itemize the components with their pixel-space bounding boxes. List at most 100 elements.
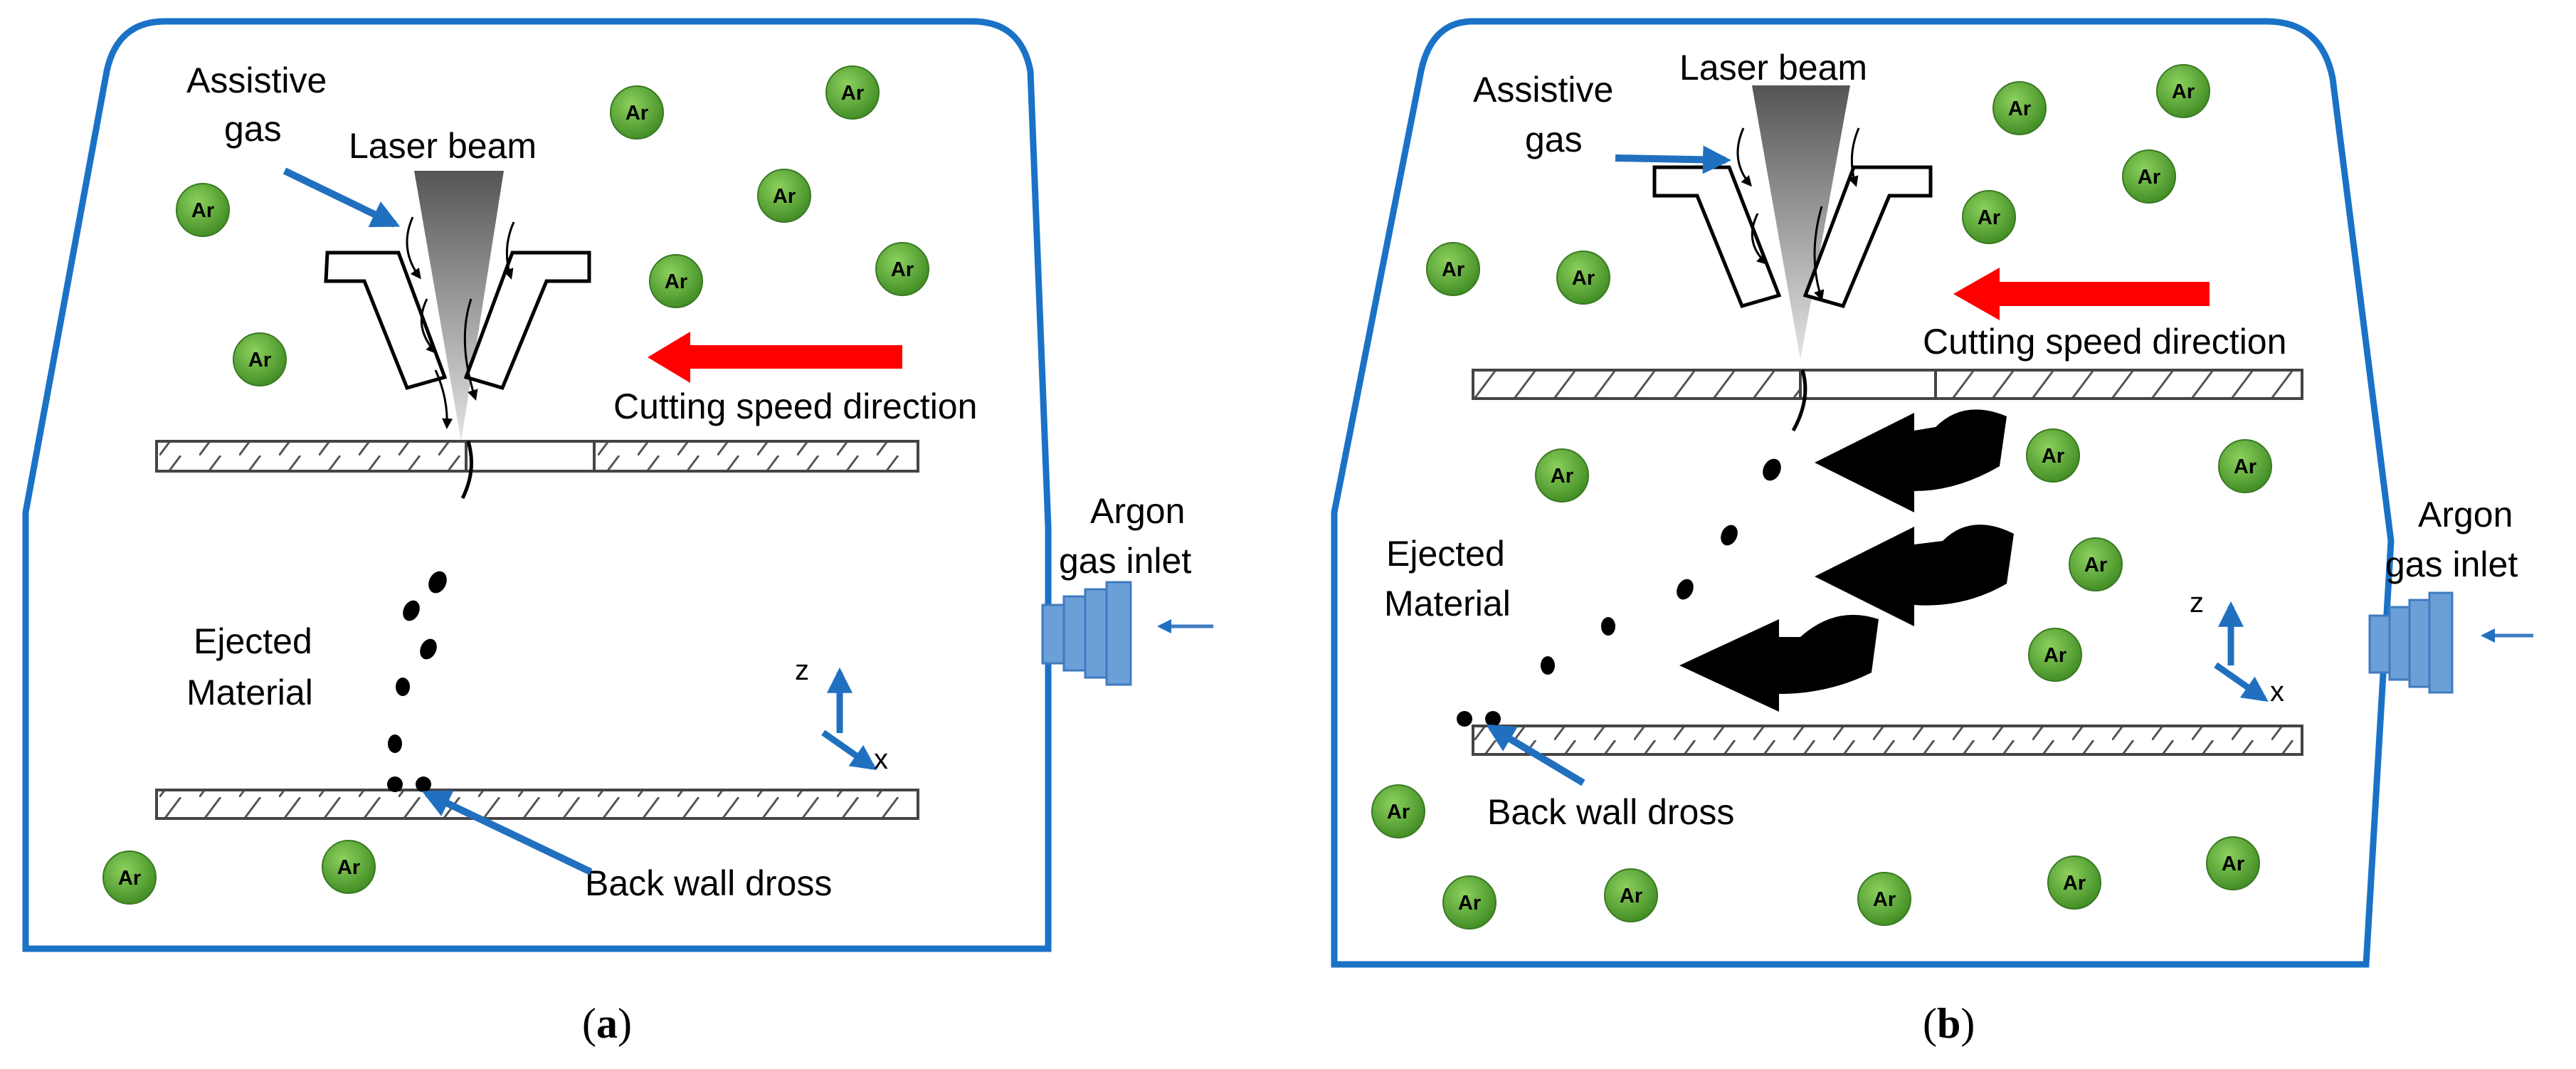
argon-molecule-label: Ar [1873,888,1896,911]
argon-molecule-label: Ar [625,102,648,125]
laser-beam-label-b: Laser beam [1679,48,1867,88]
argon-molecule: Ar [2047,855,2101,910]
argon-molecule-ball [610,85,664,139]
gas-flow-arrows-b [1736,127,1860,301]
argon-molecule: Ar [2156,64,2210,118]
argon-molecule-label: Ar [891,258,914,281]
axis-z-label-b: z [2190,587,2204,618]
assistive-gas-arrow-a [283,167,401,228]
argon-molecule-ball [1426,242,1480,296]
argon-molecule: Ar [1857,872,1911,926]
argon-molecule: Ar [233,332,287,386]
argon-inlet-label-a: Argon [1090,491,1185,531]
nozzle-right-a [463,251,591,391]
ejected-droplets-a [387,571,447,792]
argon-molecule: Ar [1426,242,1480,296]
cutting-direction-arrow-a [648,332,902,383]
cutting-direction-label-b: Cutting speed direction [1923,322,2286,362]
argon-molecule-ball [757,169,811,223]
argon-molecule-ball [1857,872,1911,926]
argon-molecule-ball [2028,628,2082,682]
chamber-outline-a [22,18,1052,952]
argon-molecule-label: Ar [841,82,864,105]
axes-a [821,667,877,771]
caption-b: (b) [1923,1000,1975,1047]
assistive-gas-label-a: Assistive [186,60,327,100]
ejected-material-label-a2: Material [186,673,313,712]
axes-b [2214,601,2269,702]
argon-molecule-label: Ar [118,867,141,890]
argon-molecule-label: Ar [191,199,214,222]
argon-molecule: Ar [1535,448,1589,502]
axis-z-label-a: z [795,655,809,686]
argon-molecule-label: Ar [2042,445,2064,468]
argon-molecule-ball [176,183,230,237]
argon-molecule: Ar [1604,868,1658,922]
argon-molecule-ball [102,851,157,905]
panel-b: Assistive gas Laser beam Cutting speed d… [1331,18,2533,1047]
back-wall-dross-label-a: Back wall dross [585,863,832,903]
argon-molecule-ball [2122,149,2176,204]
argon-molecule-ball [2026,428,2080,483]
argon-molecule-ball [1371,784,1425,838]
axis-x-label-b: x [2270,676,2284,707]
argon-inlet-label-a2: gas inlet [1059,541,1191,581]
back-wall-dross-arrow-b [1486,724,1585,786]
argon-molecule: Ar [2028,628,2082,682]
nozzle-left-b [1652,165,1782,309]
argon-molecule-label: Ar [1978,206,2000,229]
argon-molecule-ball [1535,448,1589,502]
upper-workpiece-a [155,440,919,500]
cutting-direction-label-a: Cutting speed direction [613,386,977,426]
lower-workpiece-b [1472,725,2303,756]
argon-molecule: Ar [1992,81,2047,135]
argon-molecule-label: Ar [1458,892,1481,915]
argon-molecule-label: Ar [2222,853,2244,875]
argon-molecule-label: Ar [2063,872,2086,895]
argon-molecule-label: Ar [1442,258,1464,281]
argon-molecule: Ar [2122,149,2176,204]
argon-molecule: Ar [757,169,811,223]
argon-molecule-label: Ar [2084,554,2107,576]
argon-molecule: Ar [610,85,664,139]
argon-molecule: Ar [102,851,157,905]
assistive-gas-label-b: Assistive [1473,70,1613,110]
argon-molecule-label: Ar [2138,166,2160,189]
panel-a: Assistive gas Laser beam Cutting speed d… [22,18,1213,1047]
nozzle-left-a [324,251,448,391]
argon-molecule-ball [1992,81,2047,135]
argon-molecule: Ar [649,254,703,308]
chamber-outline-b [1331,18,2395,968]
argon-molecule-label: Ar [248,349,271,372]
argon-molecule-ball [649,254,703,308]
laser-beam-a [414,171,504,441]
ejected-material-label-a: Ejected [194,621,312,661]
argon-molecule-label: Ar [2172,80,2195,103]
argon-molecule-ball [825,65,880,120]
argon-molecule: Ar [2069,537,2123,591]
argon-molecule-ball [1962,190,2016,244]
argon-molecule: Ar [1442,875,1496,930]
argon-molecule-ball [2206,836,2260,890]
argon-molecule-ball [322,840,376,894]
wind-arrows-b [1679,409,2014,712]
argon-molecule-ball [1556,251,1610,305]
axis-x-label-a: x [874,744,888,775]
upper-workpiece-b [1472,369,2303,432]
argon-molecule-label: Ar [1387,801,1410,823]
argon-molecule-ball [875,242,929,296]
argon-molecule-label: Ar [2008,98,2031,120]
argon-molecule-label: Ar [1620,885,1642,907]
argon-molecule-label: Ar [337,856,360,879]
ejected-droplets-b [1457,458,1781,727]
argon-molecule: Ar [1371,784,1425,838]
assistive-gas-label-a2: gas [224,109,282,149]
gas-flow-arrows-a [406,216,515,429]
argon-molecule: Ar [322,840,376,894]
argon-molecule: Ar [1556,251,1610,305]
argon-molecule-ball [1604,868,1658,922]
argon-molecule: Ar [2206,836,2260,890]
